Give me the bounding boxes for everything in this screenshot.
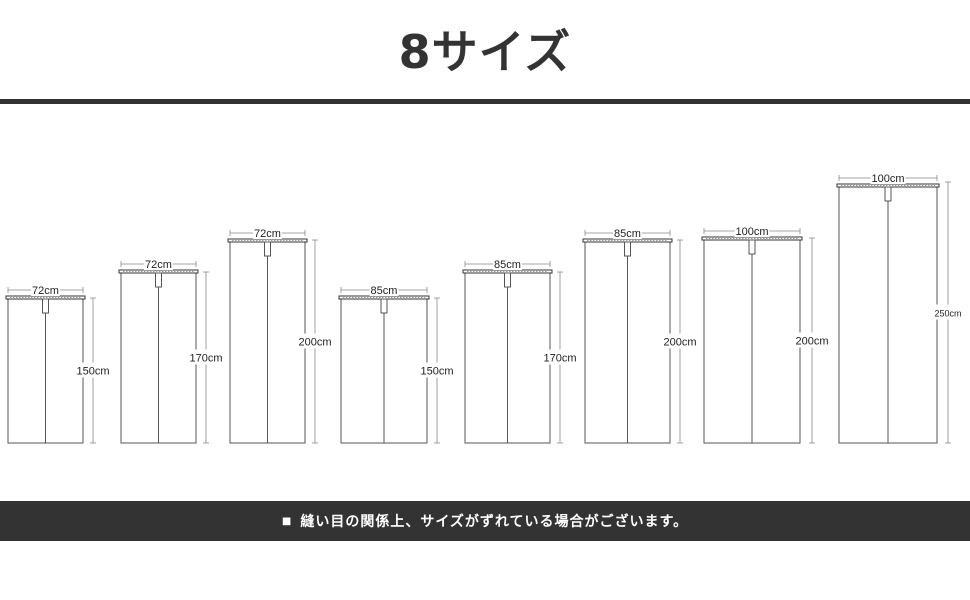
- height-label: 170cm: [543, 353, 576, 365]
- title-divider: [0, 99, 970, 104]
- height-label: 200cm: [298, 337, 331, 349]
- curtain-panel-3: 72cm 200cm: [227, 226, 333, 444]
- rod-pocket-tab: [624, 241, 631, 257]
- width-label: 72cm: [145, 259, 172, 271]
- rod-pocket-tab: [380, 298, 388, 314]
- height-label: 150cm: [76, 366, 109, 378]
- width-label: 100cm: [735, 226, 768, 238]
- width-label-bg: [493, 257, 522, 270]
- height-label-bg: [933, 304, 963, 320]
- rod-pocket-tab: [264, 241, 271, 257]
- note-bar: ■ 縫い目の関係上、サイズがずれている場合がございます。: [0, 501, 970, 541]
- width-label: 72cm: [254, 228, 281, 240]
- height-label: 200cm: [663, 337, 696, 349]
- width-label-bg: [369, 283, 399, 296]
- page-title: 8サイズ: [398, 25, 572, 79]
- height-label-bg: [188, 349, 224, 365]
- curtain-panel-6: 85cm 200cm: [582, 226, 698, 444]
- curtain-panel-7: 100cm 200cm: [701, 224, 830, 444]
- curtain-panel-8: 100cm 250cm: [836, 171, 963, 444]
- rod-pocket-tab: [155, 272, 162, 288]
- height-label-bg: [794, 332, 830, 348]
- height-label: 200cm: [795, 336, 828, 348]
- height-label: 250cm: [934, 309, 961, 319]
- height-label-bg: [419, 362, 455, 378]
- height-label: 150cm: [420, 366, 453, 378]
- rod-pocket-tab: [504, 272, 511, 288]
- curtain-panel-1: 72cm 150cm: [5, 283, 111, 444]
- curtain-panel-2: 72cm 170cm: [118, 257, 224, 444]
- rod-pocket-tab: [42, 298, 49, 314]
- height-label-bg: [297, 333, 333, 349]
- width-label-bg: [253, 226, 282, 239]
- width-label-bg: [870, 171, 906, 184]
- curtain-panel-5: 85cm 170cm: [462, 257, 578, 444]
- width-label: 100cm: [871, 173, 904, 185]
- width-label: 85cm: [371, 285, 398, 297]
- width-label-bg: [144, 257, 173, 270]
- width-label: 85cm: [494, 259, 521, 271]
- height-label-bg: [662, 333, 698, 349]
- width-label: 72cm: [32, 285, 59, 297]
- width-label-bg: [31, 283, 60, 296]
- rod-pocket-tab: [884, 186, 892, 202]
- width-label: 85cm: [614, 228, 641, 240]
- curtain-panel-4: 85cm 150cm: [338, 283, 455, 444]
- bullet-icon: ■: [281, 515, 293, 527]
- height-label-bg: [75, 362, 111, 378]
- height-label-bg: [542, 349, 578, 365]
- height-label: 170cm: [189, 353, 222, 365]
- width-label-bg: [734, 224, 770, 237]
- note-text: 縫い目の関係上、サイズがずれている場合がございます。: [300, 514, 689, 530]
- rod-pocket-tab: [748, 239, 756, 255]
- width-label-bg: [613, 226, 642, 239]
